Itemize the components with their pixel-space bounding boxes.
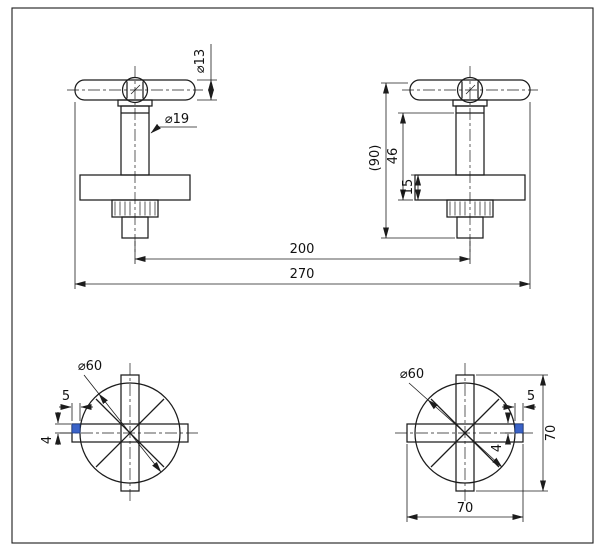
dim-tip-width-right-label: 5 xyxy=(527,389,535,404)
dim-body-height-label: 46 xyxy=(386,148,401,165)
dim-tip-height-left-label: 4 xyxy=(40,436,55,444)
dim-centre-spacing-label: 200 xyxy=(290,242,315,257)
drawing-border xyxy=(11,7,594,544)
dim-dia60-right: ⌀60 xyxy=(400,367,503,468)
dim-dia60-right-label: ⌀60 xyxy=(400,367,424,382)
dim-body-height: 46 xyxy=(386,112,454,201)
dim-tip-width-right: 5 xyxy=(502,389,536,421)
dim-dia60-left-label: ⌀60 xyxy=(78,359,102,374)
dim-centre-spacing: 200 xyxy=(134,241,471,264)
dim-handle-diameter-label: ⌀13 xyxy=(193,49,208,73)
dim-tip-height-right-label: 4 xyxy=(490,444,505,452)
dim-dia60-left: ⌀60 xyxy=(78,359,162,473)
dim-cross-width: 70 xyxy=(406,444,524,522)
dim-overall-width: 270 xyxy=(74,102,531,289)
dim-overall-height: (90) xyxy=(368,82,455,239)
dim-bonnet-diameter: ⌀19 xyxy=(150,112,197,134)
tap-side-view-left xyxy=(66,65,204,253)
dim-overall-height-label: (90) xyxy=(368,145,383,172)
dim-overall-width-label: 270 xyxy=(290,267,315,282)
dim-tip-height-left: 4 xyxy=(40,412,71,445)
dim-flange-height-label: 15 xyxy=(401,179,416,196)
dim-flange-height: 15 xyxy=(401,174,421,201)
dim-cross-height: 70 xyxy=(476,374,559,492)
tap-side-view-right xyxy=(401,65,539,253)
dim-handle-diameter: ⌀13 xyxy=(193,44,217,101)
grip-point-left xyxy=(71,423,81,434)
dim-cross-width-label: 70 xyxy=(457,501,474,516)
dim-tip-width-left: 5 xyxy=(59,389,93,421)
dim-tip-height-right: 4 xyxy=(490,412,514,452)
dim-tip-width-left-label: 5 xyxy=(62,389,70,404)
dim-bonnet-diameter-label: ⌀19 xyxy=(165,112,189,127)
grip-point-right xyxy=(514,423,524,434)
dim-cross-height-label: 70 xyxy=(544,425,559,442)
